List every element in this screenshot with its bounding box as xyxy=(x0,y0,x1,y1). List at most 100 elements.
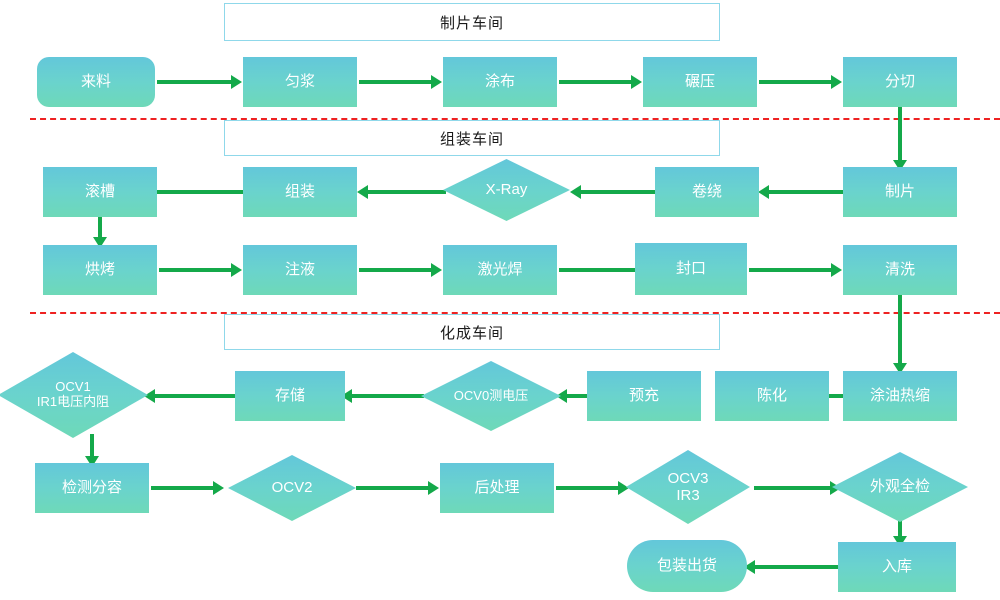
node-ocv2[interactable]: OCV2 xyxy=(228,455,356,521)
section-header-2-label: 组装车间 xyxy=(439,130,504,148)
node-label: 预充 xyxy=(628,387,659,405)
section-header-1: 制片车间 xyxy=(224,3,720,41)
arrow-n12-n13 xyxy=(359,268,431,272)
arrow-n04-n05 xyxy=(759,80,831,84)
node-winding[interactable]: 卷绕 xyxy=(655,167,759,217)
arrow-n01-n02 xyxy=(157,80,231,84)
node-ocv3-ir3[interactable]: OCV3 IR3 xyxy=(626,450,750,524)
arrowhead-n26-n27 xyxy=(893,536,907,547)
node-label-line2: IR1电压内阻 xyxy=(36,394,110,409)
node-precharge[interactable]: 预充 xyxy=(587,371,701,421)
node-sealing[interactable]: 封口 xyxy=(635,243,747,295)
node-label: 碾压 xyxy=(684,73,715,91)
node-appearance-inspection[interactable]: 外观全检 xyxy=(832,452,968,522)
node-post-processing[interactable]: 后处理 xyxy=(440,463,554,513)
node-grooving[interactable]: 滚槽 xyxy=(43,167,157,217)
arrowhead-n10-n11 xyxy=(93,237,107,248)
arrow-n23-n24 xyxy=(356,486,428,490)
arrow-n02-n03 xyxy=(359,80,431,84)
node-storage[interactable]: 存储 xyxy=(235,371,345,421)
arrowhead-n23-n24 xyxy=(428,481,439,495)
node-label: 注液 xyxy=(284,261,315,279)
arrow-n03-n04 xyxy=(559,80,631,84)
arrowhead-n03-n04 xyxy=(631,75,642,89)
node-calendering[interactable]: 碾压 xyxy=(643,57,757,107)
section-header-2: 组装车间 xyxy=(224,120,720,156)
node-label: 组装 xyxy=(284,183,315,201)
node-sheet-making[interactable]: 制片 xyxy=(843,167,957,217)
node-label: 来料 xyxy=(80,73,111,91)
arrowhead-n14-n15 xyxy=(831,263,842,277)
node-label: 涂油热缩 xyxy=(869,387,930,405)
node-label: 制片 xyxy=(884,183,915,201)
arrow-n24-n25 xyxy=(556,486,618,490)
arrowhead-n19-n20 xyxy=(341,389,352,403)
arrowhead-n06-n07 xyxy=(758,185,769,199)
node-slitting[interactable]: 分切 xyxy=(843,57,957,107)
node-label: 清洗 xyxy=(884,261,915,279)
node-label-line2: IR3 xyxy=(676,487,700,504)
node-label: 激光焊 xyxy=(477,261,523,279)
section-header-1-label: 制片车间 xyxy=(439,14,504,32)
node-coating[interactable]: 涂布 xyxy=(443,57,557,107)
arrowhead-n07-n08 xyxy=(570,185,581,199)
arrowhead-n27-n28 xyxy=(744,560,755,574)
section-header-3-label: 化成车间 xyxy=(439,324,504,342)
arrow-n13-n14 xyxy=(559,268,635,272)
section-divider-1 xyxy=(30,118,1000,120)
node-label: 封口 xyxy=(675,260,706,278)
node-incoming-material[interactable]: 来料 xyxy=(37,57,155,107)
node-laser-welding[interactable]: 激光焊 xyxy=(443,245,557,295)
arrow-n16-n17 xyxy=(829,394,845,398)
arrowhead-n15-n16 xyxy=(893,363,907,374)
arrowhead-n12-n13 xyxy=(431,263,442,277)
arrowhead-n22-n23 xyxy=(213,481,224,495)
arrow-n15-n16 xyxy=(898,295,902,365)
node-label-line1: OCV3 xyxy=(667,469,709,487)
node-label: 包装出货 xyxy=(656,557,717,575)
arrowhead-n20-n21 xyxy=(144,389,155,403)
arrow-n19-n20 xyxy=(352,394,424,398)
node-ocv1-ir1-voltage-resistance[interactable]: OCV1 IR1电压内阻 xyxy=(0,352,148,438)
arrow-n10-n11 xyxy=(98,217,102,239)
arrow-n27-n28 xyxy=(755,565,841,569)
arrow-n22-n23 xyxy=(151,486,213,490)
node-label: 入库 xyxy=(881,558,912,576)
node-label: 卷绕 xyxy=(691,183,722,201)
arrow-n18-n19 xyxy=(567,394,589,398)
section-header-3: 化成车间 xyxy=(224,314,720,350)
node-label: 存储 xyxy=(274,387,305,405)
node-label-line1: OCV1 xyxy=(55,379,91,395)
arrow-n08-n09 xyxy=(368,190,446,194)
arrowhead-n05-n06 xyxy=(893,160,907,171)
node-label: 陈化 xyxy=(756,387,787,405)
arrowhead-n21-n22 xyxy=(85,456,99,467)
arrow-n06-n07 xyxy=(769,190,845,194)
node-warehousing[interactable]: 入库 xyxy=(838,542,956,592)
node-assembly[interactable]: 组装 xyxy=(243,167,357,217)
node-xray-inspection[interactable]: X-Ray xyxy=(443,159,570,221)
arrowhead-n02-n03 xyxy=(431,75,442,89)
arrow-n07-n08 xyxy=(581,190,657,194)
node-aging[interactable]: 陈化 xyxy=(715,371,829,421)
node-oil-coating-shrink[interactable]: 涂油热缩 xyxy=(843,371,957,421)
node-label: 分切 xyxy=(884,73,915,91)
node-label: OCV2 xyxy=(271,479,313,497)
arrowhead-n11-n12 xyxy=(231,263,242,277)
node-label: 后处理 xyxy=(474,479,520,497)
arrow-n26-n27 xyxy=(898,518,902,538)
arrow-n05-n06 xyxy=(898,107,902,162)
node-capacity-grading[interactable]: 检测分容 xyxy=(35,463,149,513)
node-baking[interactable]: 烘烤 xyxy=(43,245,157,295)
node-label: 匀浆 xyxy=(284,73,315,91)
arrow-n14-n15 xyxy=(749,268,831,272)
node-packaging-shipment[interactable]: 包装出货 xyxy=(627,540,747,592)
node-ocv0-voltage-test[interactable]: OCV0测电压 xyxy=(421,361,561,431)
arrowhead-n01-n02 xyxy=(231,75,242,89)
node-label: 检测分容 xyxy=(61,479,122,497)
node-electrolyte-filling[interactable]: 注液 xyxy=(243,245,357,295)
node-cleaning[interactable]: 清洗 xyxy=(843,245,957,295)
node-slurry-mixing[interactable]: 匀浆 xyxy=(243,57,357,107)
arrow-n09-n10 xyxy=(157,190,245,194)
